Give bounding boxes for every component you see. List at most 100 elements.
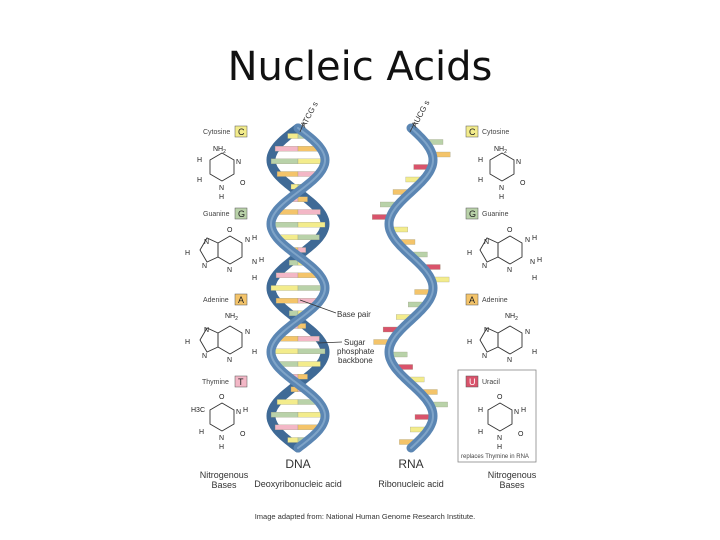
atom: H [537, 257, 542, 264]
dna-front-strand [266, 123, 330, 453]
adenine-code-right: A [469, 295, 475, 305]
rna-backbone-highlight [387, 127, 435, 449]
atom: H [219, 444, 224, 451]
atom: N [245, 329, 250, 336]
dna-caption: DNA [285, 457, 310, 471]
atom: O [518, 431, 524, 438]
rna-caption: RNA [398, 457, 423, 471]
atom: H [199, 429, 204, 436]
svg-text:NH2: NH2 [225, 313, 238, 322]
guanine-label-left: Guanine [203, 211, 230, 218]
base-rung [276, 171, 299, 177]
cytosine-structure-right: NH2 H H N N H O [478, 146, 526, 201]
atom: H [497, 444, 502, 451]
base-rung [297, 336, 320, 342]
atom: H [243, 407, 248, 414]
base-rung [297, 323, 306, 329]
base-pair [270, 158, 326, 164]
atom: H [478, 177, 483, 184]
left-base-key: Cytosine C NH2 H H N N H O Guanine G O N… [185, 125, 264, 451]
dna-base-pairs [270, 133, 326, 443]
base-rung [275, 272, 299, 278]
atom: O [240, 431, 246, 438]
guanine-label-right: Guanine [482, 211, 509, 218]
atom: H [185, 250, 190, 257]
atom: H3C [191, 407, 205, 414]
base-rung [270, 285, 299, 291]
atom: NH [213, 146, 223, 153]
atom: H [532, 235, 537, 242]
atom: H [197, 177, 202, 184]
guanine-structure-right: O N H N N H N N H H [467, 227, 542, 282]
atom: H [252, 275, 257, 282]
atom: N [204, 239, 209, 246]
rna-strand-label: AUCG s [409, 99, 432, 133]
atom: H [252, 349, 257, 356]
image-credit: Image adapted from: National Human Genom… [255, 512, 476, 521]
atom: N [507, 357, 512, 364]
base-rung [276, 399, 299, 405]
atom: N [236, 159, 241, 166]
adenine-structure-right: NH2 N H N N N H [467, 313, 537, 364]
base-rung [297, 234, 320, 240]
uracil-structure: O H N H H N H O [478, 394, 526, 451]
base-rung [287, 133, 299, 139]
base-rung [275, 298, 299, 304]
base-rung [289, 310, 299, 316]
thymine-code-left: T [238, 377, 244, 387]
base-pair [270, 222, 326, 228]
slide-title: Nucleic Acids [227, 44, 493, 90]
atom: H [467, 339, 472, 346]
nitrogenous-left-line1: Nitrogenous [200, 470, 249, 480]
thymine-structure-left: O H3C N H H N H O [191, 394, 248, 451]
atom: H [467, 250, 472, 257]
guanine-swatch-right [465, 207, 479, 220]
dna-full-name: Deoxyribonucleic acid [254, 479, 342, 489]
atom: 2 [223, 149, 226, 155]
adenine-label-right: Adenine [482, 297, 508, 304]
dna-strand-label: ATCG s [299, 100, 320, 133]
atom: 2 [235, 316, 238, 322]
atom: N [245, 237, 250, 244]
atom: N [227, 267, 232, 274]
base-rung [287, 437, 299, 443]
rna-backbone-strand [384, 123, 438, 453]
atom: N [204, 327, 209, 334]
atom: H [532, 275, 537, 282]
base-pair-callout: Base pair [299, 299, 371, 319]
atom: N [497, 435, 502, 442]
uracil-code: U [469, 377, 476, 387]
base-rung [297, 247, 306, 253]
base-pair [270, 412, 326, 418]
base-rung [297, 361, 321, 367]
atom: N [530, 259, 535, 266]
rna-strand-label-text: AUCG s [410, 99, 432, 129]
atom: 2 [504, 149, 507, 155]
backbone-pointer [317, 341, 343, 344]
atom: O [520, 180, 526, 187]
atom: N [227, 357, 232, 364]
rna-full-name: Ribonucleic acid [378, 479, 444, 489]
adenine-structure-left: NH2 N H N N N H [185, 313, 257, 364]
cytosine-swatch-right [465, 125, 479, 138]
atom: O [227, 227, 233, 234]
nitrogenous-right-line2: Bases [499, 480, 525, 490]
base-pair-label: Base pair [337, 310, 371, 319]
base-rung [297, 222, 326, 228]
base-rung [289, 260, 299, 266]
atom: H [478, 429, 483, 436]
atom: N [219, 185, 224, 192]
atom: N [482, 353, 487, 360]
adenine-swatch-left [234, 293, 248, 306]
atom: H [252, 235, 257, 242]
uracil-note: replaces Thymine in RNA [461, 454, 529, 460]
atom: O [240, 180, 246, 187]
atom: H [521, 407, 526, 414]
base-rung [270, 412, 299, 418]
atom: N [507, 267, 512, 274]
backbone-label-line3: backbone [338, 356, 373, 365]
guanine-swatch-left [234, 207, 248, 220]
base-rung [270, 158, 299, 164]
atom: N [202, 353, 207, 360]
